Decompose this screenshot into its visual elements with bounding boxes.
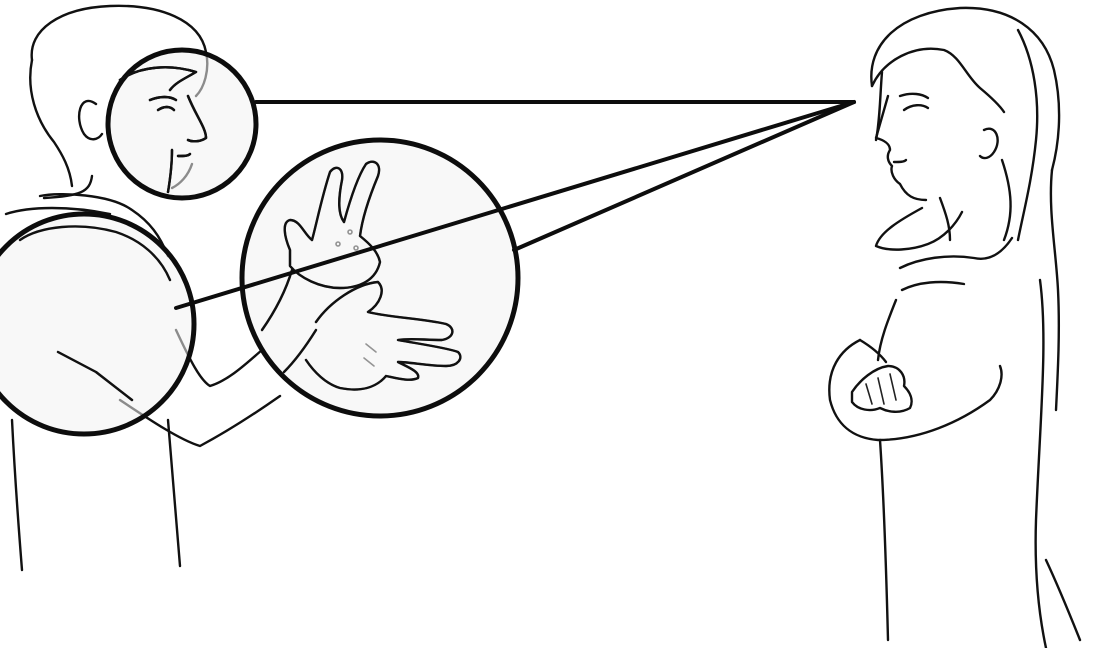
woman-collar xyxy=(900,238,1012,268)
woman-torso-left xyxy=(878,300,896,360)
woman-lower-left xyxy=(880,440,888,640)
woman-fingers xyxy=(866,374,896,404)
woman-eyebrow xyxy=(900,94,928,98)
woman-torso-right xyxy=(1036,280,1046,648)
woman-hair-top xyxy=(871,8,1059,170)
woman-eye xyxy=(904,105,928,110)
man-torso-right xyxy=(168,420,180,566)
woman-hair-back xyxy=(1051,170,1059,410)
woman-hair-strand xyxy=(1018,30,1037,240)
man-ear xyxy=(79,101,102,139)
observing-woman-figure xyxy=(829,8,1080,648)
gaze-line-hands xyxy=(514,102,854,250)
woman-arm-upper xyxy=(829,340,1001,440)
woman-coat-edge xyxy=(1046,560,1080,640)
woman-collar-fold xyxy=(902,282,964,290)
woman-hair-right-fall xyxy=(1002,160,1011,240)
hands-focus-circle xyxy=(242,140,518,416)
man-back-of-head xyxy=(30,60,72,186)
woman-hair-shoulder xyxy=(876,208,962,250)
body-focus-circle xyxy=(0,214,194,434)
woman-hand xyxy=(852,366,912,412)
woman-bangs xyxy=(872,49,1004,112)
woman-face-profile xyxy=(876,96,926,200)
face-focus-circle xyxy=(108,50,256,198)
man-torso-left xyxy=(12,420,22,570)
woman-ear xyxy=(980,129,998,158)
woman-mouth xyxy=(894,160,906,162)
